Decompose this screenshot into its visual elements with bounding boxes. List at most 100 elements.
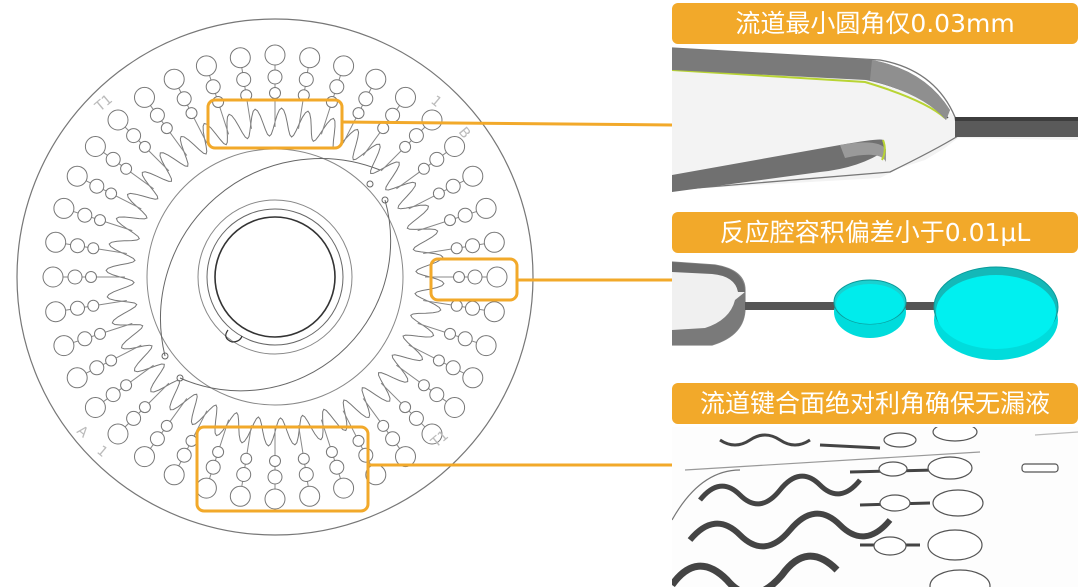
- valve-chamber: [212, 96, 225, 108]
- sub-chamber: [176, 447, 192, 463]
- reaction-chamber: [299, 47, 321, 69]
- leader-line: [341, 120, 673, 127]
- valve-chamber: [352, 434, 365, 447]
- sub-chamber: [70, 238, 85, 254]
- reaction-chamber: [462, 165, 484, 187]
- reaction-chamber: [333, 55, 355, 77]
- reaction-chamber: [45, 301, 67, 323]
- reaction-chamber: [264, 488, 286, 510]
- sub-chamber: [429, 151, 445, 167]
- valve-chamber: [297, 452, 310, 465]
- chamber-recess: [929, 569, 991, 587]
- disk-mark: 1: [427, 93, 444, 111]
- sub-chamber: [105, 387, 121, 403]
- valve-chamber: [160, 419, 173, 432]
- connecting-channel: [900, 302, 940, 310]
- sub-chamber: [267, 469, 283, 485]
- chamber-recess: [927, 456, 973, 480]
- valve-chamber: [85, 271, 97, 283]
- sub-chamber: [205, 79, 221, 95]
- valve-chamber: [105, 187, 118, 200]
- valve-chamber: [444, 214, 456, 227]
- callout-banner-bonding: 流道键合面绝对利角确保无漏液: [672, 383, 1078, 424]
- outlet-port: [176, 374, 184, 382]
- reaction-chamber: [66, 165, 88, 187]
- chamber-recess: [927, 529, 983, 561]
- serpentine-channel: [698, 473, 862, 507]
- center-hole: [214, 216, 336, 338]
- valve-chamber: [87, 242, 100, 255]
- valve-chamber: [138, 401, 151, 414]
- valve-chamber: [444, 327, 456, 340]
- valve-chamber: [432, 354, 445, 367]
- chamber-recess: [878, 461, 908, 477]
- hub-notch: [225, 329, 243, 343]
- disk-outer-rim: [16, 18, 534, 536]
- sub-chamber: [77, 331, 93, 347]
- distribution-channel-2: [179, 199, 392, 392]
- chamber-recess: [883, 432, 917, 448]
- valve-chamber: [94, 327, 106, 340]
- reaction-chamber: [163, 464, 185, 486]
- reaction-chamber: [421, 109, 443, 131]
- hub-outer-ring: [197, 199, 353, 355]
- callout-banner-volume: 反应腔容积偏差小于0.01μL: [672, 212, 1078, 253]
- valve-chamber: [94, 214, 106, 227]
- reaction-chamber: [53, 335, 75, 357]
- sub-chamber: [298, 72, 314, 87]
- valve-chamber: [120, 379, 133, 392]
- sub-chamber: [176, 91, 192, 107]
- sub-chamber: [236, 72, 252, 87]
- valve-chamber: [399, 401, 412, 414]
- valve-chamber: [269, 455, 281, 467]
- valve-chamber: [325, 446, 338, 458]
- chamber-recess: [873, 536, 907, 556]
- sub-chamber: [105, 151, 121, 167]
- sub-chamber: [298, 467, 314, 482]
- valve-chamber: [185, 107, 198, 120]
- sub-chamber: [408, 128, 424, 144]
- disk: [16, 18, 534, 536]
- valve-chamber: [417, 379, 430, 392]
- sub-chamber: [236, 467, 252, 482]
- reaction-chamber: [475, 197, 497, 219]
- outlet-port: [161, 352, 169, 360]
- sub-chamber: [358, 91, 374, 107]
- reaction-chamber: [365, 68, 387, 90]
- reaction-chamber: [444, 397, 466, 418]
- sub-chamber: [385, 431, 401, 447]
- chamber-recess: [932, 427, 978, 442]
- reaction-chamber: [395, 86, 416, 108]
- sub-chamber: [89, 178, 105, 194]
- reaction-chamber: [229, 485, 251, 507]
- reaction-chamber: [462, 367, 484, 389]
- connecting-channel: [745, 302, 840, 310]
- reaction-chamber: [195, 55, 217, 77]
- reaction-chamber-view: [672, 255, 1078, 365]
- reaction-chamber: [229, 47, 251, 69]
- disk-mark: A: [73, 423, 91, 442]
- sub-chamber: [267, 69, 283, 85]
- reaction-chamber: [134, 86, 155, 108]
- sub-chamber: [465, 300, 480, 316]
- sub-chamber: [149, 107, 165, 123]
- hub-ring: [206, 208, 344, 346]
- reaction-chamber: [483, 231, 505, 253]
- reaction-chamber: [483, 301, 505, 323]
- reaction-chamber: [264, 44, 286, 66]
- valve-chamber: [212, 446, 225, 458]
- serpentine-channel: [687, 510, 893, 550]
- valve-chamber: [453, 271, 465, 283]
- sub-chamber: [149, 431, 165, 447]
- reaction-chamber: [107, 423, 129, 445]
- reaction-chamber: [84, 136, 106, 157]
- reaction-chamber: [84, 397, 106, 418]
- valve-chamber: [352, 107, 365, 120]
- chamber-recess: [932, 489, 984, 517]
- inlet-port: [381, 196, 389, 204]
- sub-chamber: [429, 387, 445, 403]
- sub-chamber: [126, 128, 142, 144]
- sub-chamber: [70, 300, 85, 316]
- reaction-chamber: [107, 109, 129, 131]
